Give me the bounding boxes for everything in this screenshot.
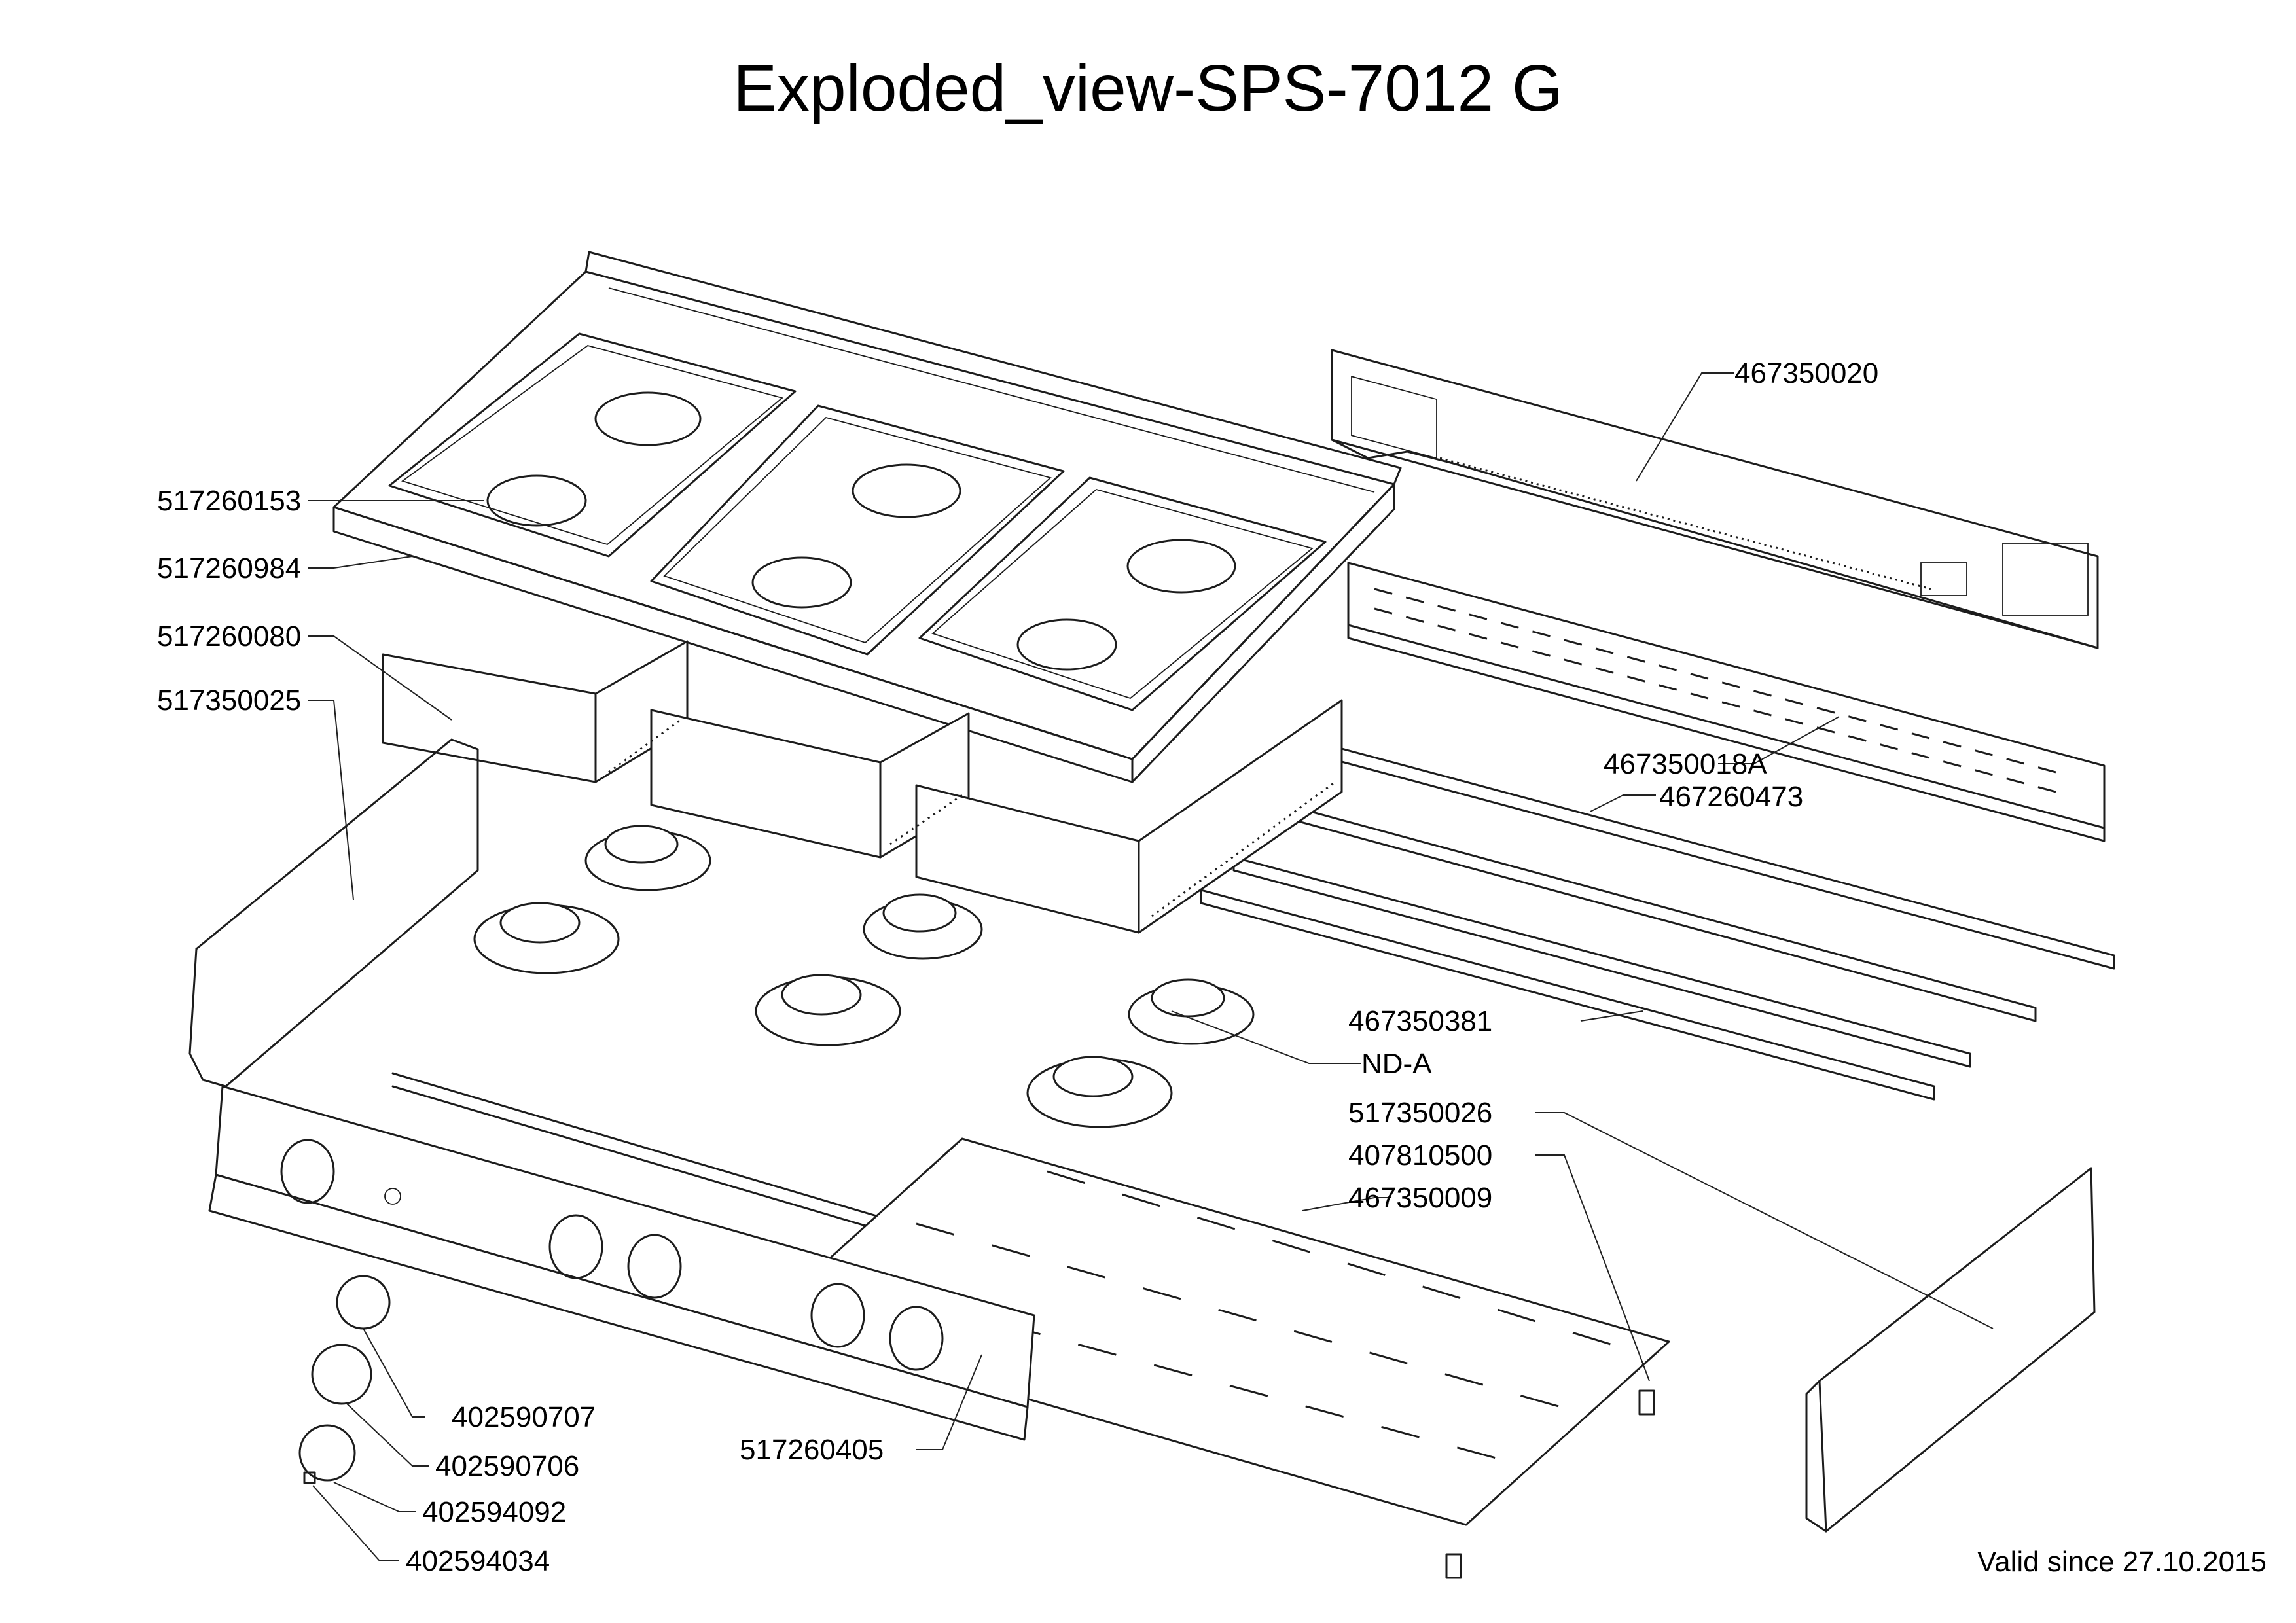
rear-back-panel	[1331, 349, 2099, 649]
callout-517260153: 517260153	[157, 485, 301, 517]
side-rails	[1200, 745, 2115, 1101]
callout-517350025: 517350025	[157, 685, 301, 717]
right-side-panel	[1805, 1167, 2096, 1533]
callout-517260405: 517260405	[740, 1434, 884, 1466]
callout-467260473: 467260473	[1659, 781, 1803, 813]
callout-467350020: 467350020	[1734, 357, 1878, 389]
top-panel	[332, 251, 1402, 783]
callout-517260080: 517260080	[157, 620, 301, 652]
front-control-panel	[208, 1085, 1035, 1441]
callout-517350026: 517350026	[1348, 1097, 1492, 1129]
callout-402590707: 402590707	[452, 1401, 596, 1433]
left-side-frame	[188, 738, 479, 1088]
callout-402594034: 402594034	[406, 1545, 550, 1577]
valid-since-note: Valid since 27.10.2015	[1977, 1546, 2267, 1578]
callout-402594092: 402594092	[422, 1496, 566, 1528]
rail-slots	[1374, 588, 2069, 796]
callout-407810500: 407810500	[1348, 1139, 1492, 1171]
burners	[391, 825, 1255, 1313]
callout-labels: 517260153 517260984 517260080 517350025 …	[157, 357, 1878, 1577]
callout-517260984: 517260984	[157, 552, 301, 584]
back-rail	[1347, 562, 2106, 842]
callout-467350381: 467350381	[1348, 1005, 1492, 1037]
burner-boxes	[382, 640, 1343, 934]
callout-467350018A: 467350018A	[1604, 748, 1767, 780]
page-title: Exploded_view-SPS-7012 G	[733, 52, 1563, 125]
callout-nd-a: ND-A	[1361, 1048, 1432, 1080]
callout-402590706: 402590706	[435, 1450, 579, 1482]
leader-lines	[308, 372, 1994, 1561]
callout-467350009: 467350009	[1348, 1182, 1492, 1214]
